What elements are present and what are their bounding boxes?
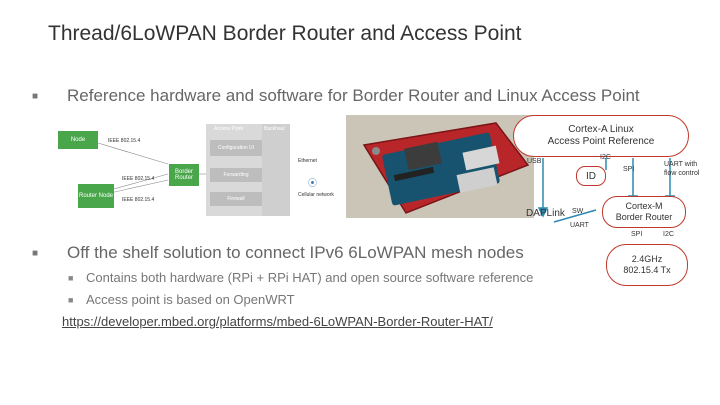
ieee-label-2: IEEE 802.15.4 [122, 176, 155, 182]
id-chip: ID [576, 166, 606, 186]
node-label: Node [70, 137, 86, 143]
ap-firewall-box: Firewall [210, 192, 262, 206]
network-diagram: Node IEEE 802.15.4 IEEE 802.15.4 IEEE 80… [58, 118, 348, 218]
uart-bottom-label: UART [570, 222, 589, 229]
sub-bullet-marker: ■ [68, 273, 74, 283]
hardware-illustration [346, 115, 534, 218]
sub-bullet-1: Contains both hardware (RPi + RPi HAT) a… [86, 270, 534, 285]
backhaul-label: Backhaul [264, 126, 285, 132]
ap-config-box: Configuration UI [210, 140, 262, 156]
ap-forwarding-box: Forwarding [210, 168, 262, 182]
access-point-label: Access Point [214, 126, 243, 132]
cortex-m-line1: Cortex-M [625, 201, 663, 211]
radio-box: 2.4GHz 802.15.4 Tx [606, 244, 688, 286]
bullet-marker: ■ [32, 248, 39, 259]
ap-firewall-label: Firewall [227, 196, 245, 202]
cortex-a-callout: Cortex-A Linux Access Point Reference [513, 115, 689, 157]
radio-line1: 2.4GHz [631, 254, 663, 264]
ieee-label-3: IEEE 802.15.4 [122, 197, 155, 203]
antenna-icon: ⦿ [308, 178, 318, 188]
router-node-box: Router Node [78, 184, 114, 208]
border-router-hat-link[interactable]: https://developer.mbed.org/platforms/mbe… [62, 314, 493, 329]
ethernet-label: Ethernet [298, 158, 317, 164]
sub-bullet-marker: ■ [68, 295, 74, 305]
node-box: Node [58, 131, 98, 149]
hardware-photo [346, 115, 534, 218]
usb-label: USB [527, 158, 542, 165]
uart-flow-label: UART with flow control [664, 161, 700, 177]
sw-label: SW [572, 208, 584, 215]
id-label: ID [586, 170, 596, 182]
ap-forwarding-label: Forwarding [223, 172, 249, 178]
spi-bottom-label: SPI [631, 231, 643, 238]
spi-right-label: SPI [623, 166, 635, 173]
bullet-2-text: Off the shelf solution to connect IPv6 6… [67, 243, 524, 262]
bullet-1-text: Reference hardware and software for Bord… [67, 86, 640, 105]
router-node-label: Router Node [78, 193, 114, 199]
cortex-a-line1: Cortex-A Linux [568, 124, 634, 135]
ap-config-label: Configuration UI [217, 145, 255, 151]
i2c-bottom-label: I2C [663, 231, 674, 238]
daplink-label: DAPLink [526, 208, 565, 219]
cortex-m-box: Cortex-M Border Router [602, 196, 686, 228]
cortex-a-line2: Access Point Reference [547, 136, 655, 147]
sub-bullet-2: Access point is based on OpenWRT [86, 292, 295, 307]
ieee-label-1: IEEE 802.15.4 [108, 138, 141, 144]
cellular-label: Cellular network [298, 192, 334, 198]
i2c-top-label: I2C [600, 154, 611, 161]
cortex-m-line2: Border Router [615, 212, 673, 222]
border-router-label: Border Router [174, 169, 193, 181]
bullet-marker: ■ [32, 91, 39, 102]
page-title: Thread/6LoWPAN Border Router and Access … [48, 22, 522, 45]
backhaul-column [262, 124, 290, 216]
radio-line2: 802.15.4 Tx [623, 265, 671, 275]
border-router-box: Border Router [169, 164, 199, 186]
